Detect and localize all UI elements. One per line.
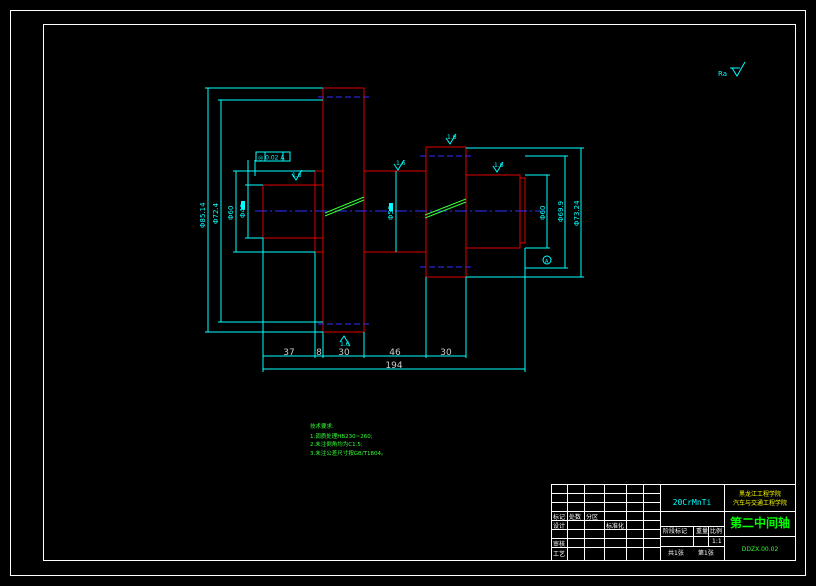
keyway-mark-left	[241, 201, 245, 209]
tb-count: 处数	[569, 513, 581, 521]
tb-process: 工艺	[553, 550, 565, 558]
roughness-4: 1.6	[494, 162, 504, 169]
diam-label-r3: Φ73.24	[573, 200, 581, 226]
keyway-mark-mid	[389, 203, 393, 211]
tb-design: 设计	[553, 522, 565, 530]
dim-46: 46	[389, 348, 401, 358]
title-block	[551, 484, 796, 561]
dim-8: 8	[316, 348, 322, 358]
gtol-frame: ◎ 0.02 A	[255, 151, 291, 162]
tech-req-item-3: 3.未注公差尺寸按GB/T1804。	[310, 449, 387, 457]
tb-scale-h: 比例	[710, 527, 722, 535]
global-roughness-symbol: Ra	[718, 61, 746, 78]
roughness-marks: 1.6 1.6 1.6 1.6 1.6	[291, 133, 504, 348]
tb-school-1: 黑龙江工程学院	[739, 490, 781, 498]
dim-37: 37	[283, 348, 294, 358]
roughness-5: 1.6	[340, 341, 350, 348]
outer-border	[10, 10, 806, 576]
tech-requirements: 技术要求: 1.调质处理HB230~260; 2.未注倒角均为C1.5; 3.未…	[310, 422, 387, 457]
diam-label-mid: Φ50	[387, 206, 395, 220]
diameter-labels: Φ85.14 Φ72.4 Φ60 Φ40 Φ50 Φ60 Φ69.9 Φ73.2…	[199, 200, 581, 228]
tech-req-item-2: 2.未注倒角均为C1.5;	[310, 440, 363, 448]
tech-req-item-1: 1.调质处理HB230~260;	[310, 432, 373, 440]
datum-circle	[542, 255, 552, 265]
tb-std: 标准化	[606, 522, 624, 530]
dim-30b: 30	[440, 348, 452, 358]
dim-total: 194	[385, 361, 402, 371]
big-gear	[322, 87, 365, 333]
tb-scale: 1:1	[712, 538, 722, 545]
title-block-text: 标记 处数 分区 设计 标准化 审核 工艺 阶段标记 重量 比例 1:1 共1张…	[553, 513, 722, 558]
dim-30a: 30	[338, 348, 350, 358]
diam-label-4: Φ40	[239, 204, 247, 218]
diam-label-1: Φ85.14	[199, 202, 207, 228]
datum-label: A	[545, 259, 549, 265]
tb-sheets: 共1张	[668, 549, 684, 557]
tb-drawing-no: DDZX.00.02	[742, 546, 779, 553]
tb-school-2: 汽车与交通工程学院	[733, 499, 787, 507]
diam-label-2: Φ72.4	[212, 202, 220, 224]
tb-material: 20CrMnTi	[673, 498, 712, 507]
roughness-2: 1.6	[396, 160, 406, 167]
tb-mark: 标记	[553, 513, 565, 521]
dimension-lines	[205, 87, 584, 372]
diam-label-r2: Φ69.9	[557, 201, 565, 222]
tb-weight: 重量	[696, 527, 708, 535]
roughness-3: 1.6	[447, 134, 457, 141]
diam-label-3: Φ60	[227, 206, 235, 220]
tech-req-title: 技术要求:	[310, 422, 334, 430]
tb-stage: 阶段标记	[663, 527, 687, 535]
helix-marks	[324, 196, 467, 219]
diam-label-r1: Φ60	[539, 206, 547, 220]
tb-review: 审核	[553, 540, 565, 548]
roughness-label: Ra	[718, 70, 727, 78]
roughness-1: 1.6	[292, 172, 302, 179]
tb-part-name: 第二中间轴	[730, 515, 790, 530]
inner-frame	[43, 24, 796, 561]
tb-zone: 分区	[586, 513, 598, 521]
length-labels: 37 8 30 46 30 194	[283, 348, 452, 371]
gtol-text: ◎ 0.02 A	[258, 155, 285, 162]
tb-sheet: 第1张	[698, 549, 714, 557]
